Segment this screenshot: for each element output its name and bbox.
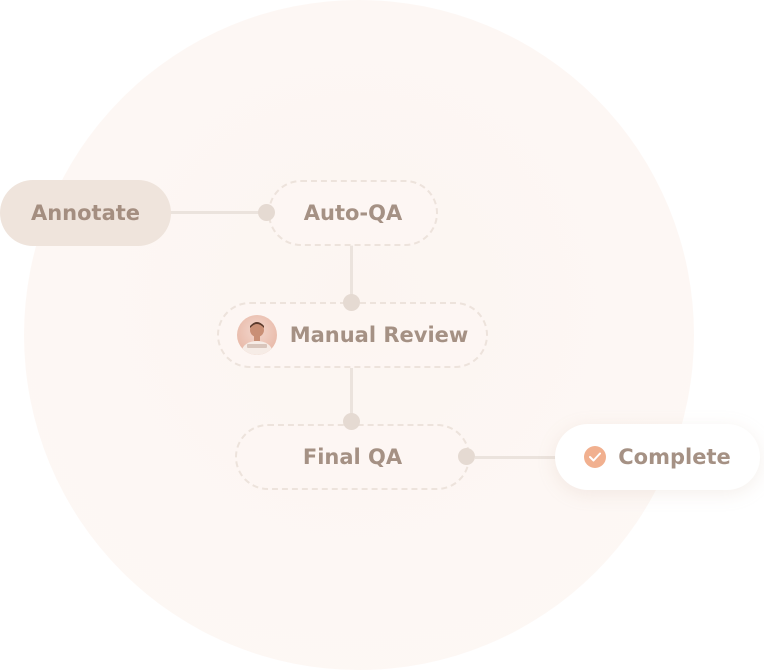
connector-dot-finalqa-right [458,448,475,465]
node-auto-qa[interactable]: Auto-QA [268,180,438,246]
person-avatar-icon [237,315,277,355]
node-auto-qa-label: Auto-QA [304,201,403,225]
node-annotate[interactable]: Annotate [0,180,171,246]
node-final-qa-label: Final QA [303,445,402,469]
connector-dot-manual-top [343,294,360,311]
connector-dot-finalqa-top [343,413,360,430]
connector-dot-autoqa-left [258,204,275,221]
node-manual-review[interactable]: Manual Review [217,302,488,368]
node-complete-label: Complete [618,445,730,469]
node-manual-review-label: Manual Review [290,323,469,347]
check-circle-icon [584,446,606,468]
node-complete[interactable]: Complete [555,424,760,490]
node-final-qa[interactable]: Final QA [235,424,470,490]
connector-finalqa-complete [475,456,557,459]
connector-annotate-autoqa [170,211,268,214]
node-annotate-label: Annotate [31,201,140,225]
